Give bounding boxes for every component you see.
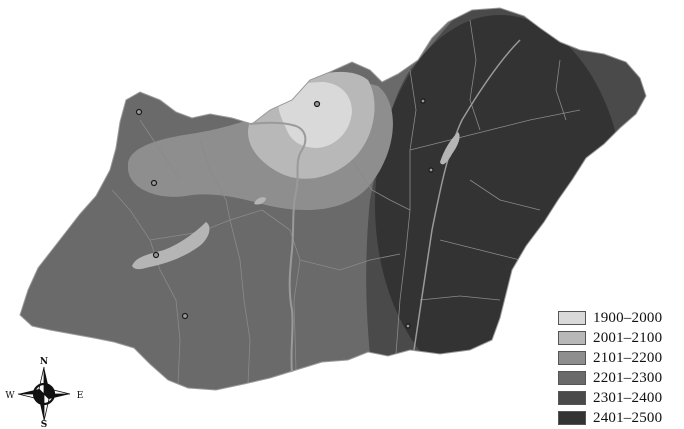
city-marker-veszprem <box>152 251 160 259</box>
compass-s-label: S <box>41 420 48 429</box>
legend-item: 2201–2300 <box>558 368 684 388</box>
city-marker-miskolc <box>420 98 426 104</box>
city-marker-pecs <box>181 312 189 320</box>
city-marker-gyor <box>150 179 158 187</box>
legend-swatch <box>558 351 586 365</box>
tisza-river <box>413 39 521 351</box>
compass-n-label: N <box>40 357 48 367</box>
legend-label: 1900–2000 <box>593 309 663 326</box>
legend-swatch <box>558 311 586 325</box>
city-marker-budapest <box>313 100 321 108</box>
compass-rose-icon: N S W E <box>5 357 84 429</box>
legend-label: 2201–2300 <box>593 369 663 386</box>
legend-swatch <box>558 331 586 345</box>
city-marker-debrecen <box>428 167 434 173</box>
compass-w-label: W <box>5 391 15 401</box>
city-marker-szeged <box>405 323 411 329</box>
legend-label: 2301–2400 <box>593 389 663 406</box>
legend-swatch <box>558 391 586 405</box>
legend-label: 2401–2500 <box>593 409 663 426</box>
compass-star <box>17 366 71 422</box>
compass-e-label: E <box>77 391 84 401</box>
county-borders <box>111 19 581 386</box>
zone-1900-2000 <box>278 82 352 148</box>
legend-item: 2401–2500 <box>558 408 684 428</box>
country-outline <box>19 7 647 391</box>
legend-label: 2101–2200 <box>593 349 663 366</box>
lake-tisza <box>440 132 460 165</box>
legend-swatch <box>558 371 586 385</box>
legend-label: 2001–2100 <box>593 329 663 346</box>
city-markers <box>135 98 434 329</box>
lake-balaton <box>132 222 210 270</box>
city-marker-sopron <box>135 108 143 116</box>
legend-item: 2301–2400 <box>558 388 684 408</box>
legend-item: 1900–2000 <box>558 308 684 328</box>
legend-swatch <box>558 411 586 425</box>
lake-velence <box>254 197 266 205</box>
legend: 1900–2000 2001–2100 2101–2200 2201–2300 … <box>558 308 684 429</box>
legend-item: 2101–2200 <box>558 348 684 368</box>
legend-item: 2001–2100 <box>558 328 684 348</box>
danube-river <box>249 121 307 373</box>
